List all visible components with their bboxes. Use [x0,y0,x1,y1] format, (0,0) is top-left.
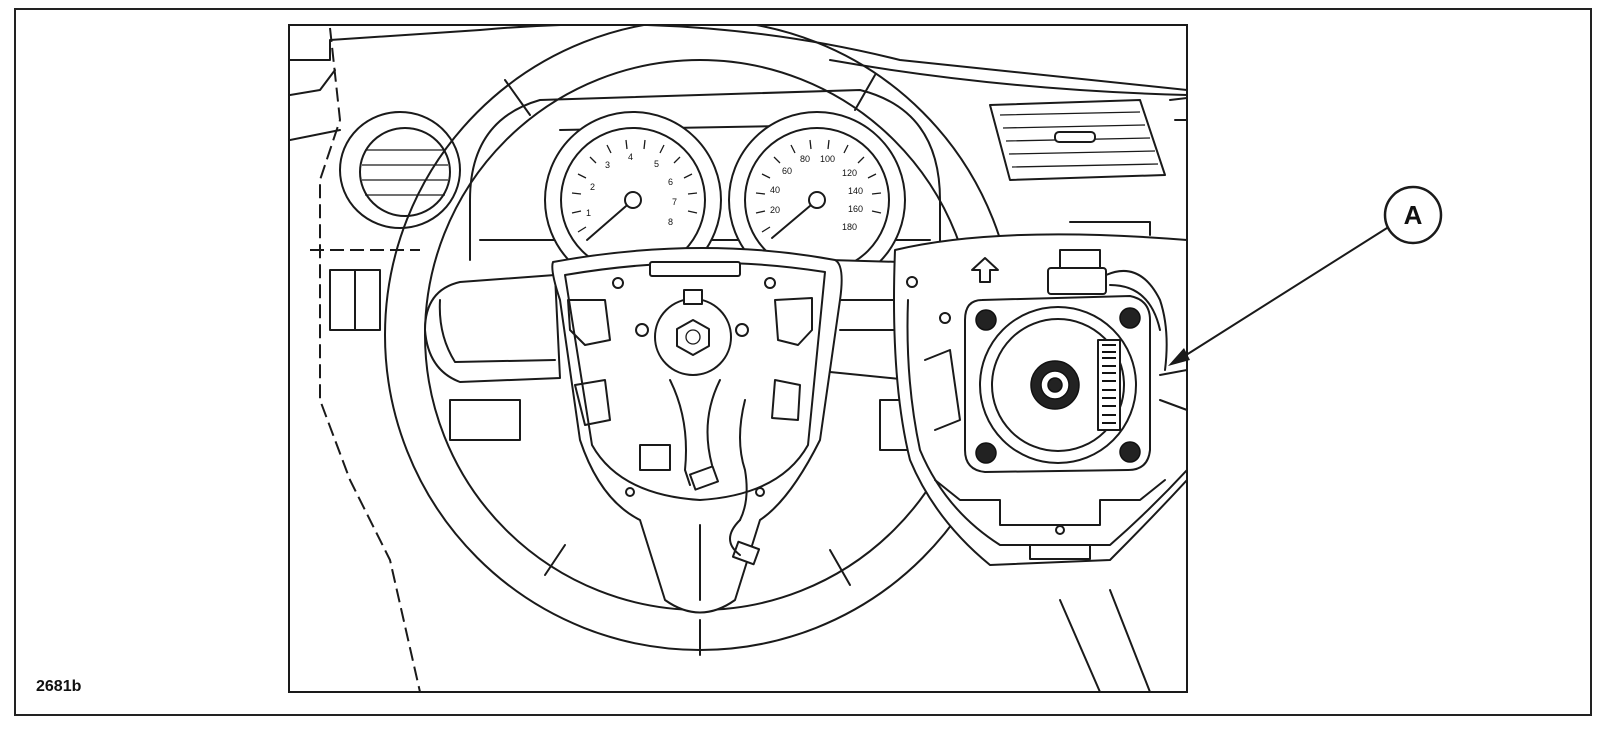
speed-tick-140: 140 [848,186,863,196]
barcode-label [1097,339,1121,431]
left-spoke [424,274,561,383]
callout-label: A [1404,200,1423,230]
callout-circle [1383,185,1443,245]
tach-tick-3: 3 [605,160,610,170]
speed-tick-80: 80 [800,154,810,164]
mounting-studs [975,307,1141,464]
tach-tick-1: 1 [586,208,591,218]
speed-tick-40: 40 [770,185,780,195]
speed-tick-180: 180 [842,222,857,232]
arrow-head-icon [1168,348,1190,366]
steering-wheel-hub [551,246,843,614]
left-air-vent [339,111,461,229]
tach-tick-4: 4 [628,152,633,162]
speed-tick-120: 120 [842,168,857,178]
speed-tick-20: 20 [770,205,780,215]
right-air-vent [989,97,1187,181]
speed-tick-100: 100 [820,154,835,164]
speed-tick-60: 60 [782,166,792,176]
tach-tick-6: 6 [668,177,673,187]
speed-tick-160: 160 [848,204,863,214]
tachometer-needle [586,199,634,241]
callout-A: A [1168,185,1443,366]
tach-tick-2: 2 [590,182,595,192]
airbag-module [893,221,1187,566]
tach-tick-5: 5 [654,159,659,169]
figure-id: 2681b [36,678,82,695]
speedometer-needle [771,199,818,239]
tachometer-ticks [571,139,698,233]
tach-tick-8: 8 [668,217,673,227]
tach-tick-7: 7 [672,197,677,207]
speedometer-ticks [755,139,882,233]
